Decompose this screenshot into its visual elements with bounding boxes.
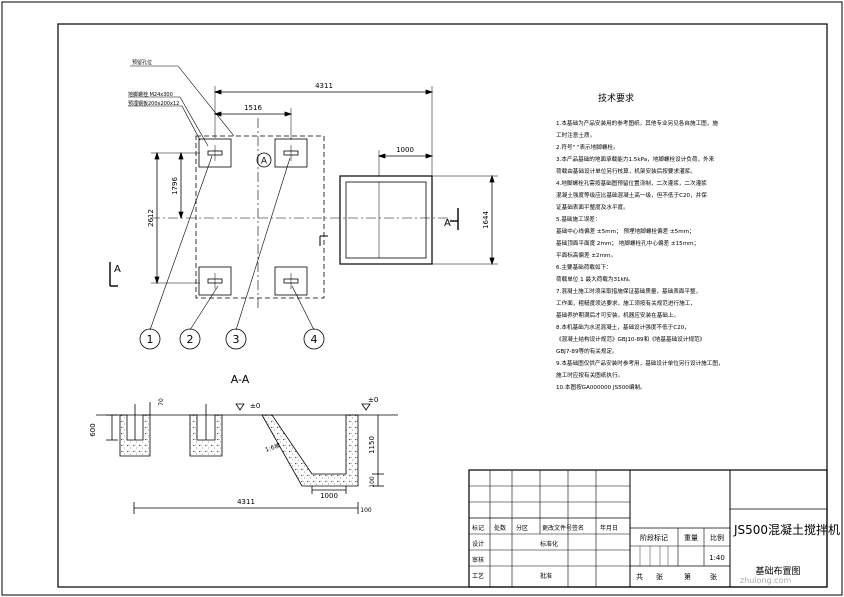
notes-line: 基础中心线偏差 ±5mm； 预埋地脚螺栓偏差 ±5mm；: [556, 227, 695, 235]
bolt-pad-3: [198, 266, 232, 296]
balloon-3: 3: [233, 333, 240, 346]
section-dim-end: 100: [360, 507, 372, 514]
plan-footprint: [195, 135, 325, 299]
title-block: [468, 469, 828, 588]
notes-line: GBJ7-89等的有关规定。: [556, 347, 618, 355]
section-mark-left: A: [114, 264, 121, 275]
watermark: zhulong.com: [740, 576, 791, 585]
notes-line: 10.本图按GA000000 JS500编制。: [556, 383, 646, 391]
tb-weight-label: 重量: [684, 534, 698, 542]
notes-line: 9.本基础图仅供产品安装时参考用，基础设计单位另行设计施工图，: [556, 359, 724, 367]
notes-line: 8.本机基础为水泥混凝土，基础设计强度不低于C20，: [556, 323, 690, 331]
tb-footer-total: 共: [636, 572, 643, 581]
notes-line: 5.基础施工误差：: [556, 215, 601, 223]
notes-line: 混凝土强度等级应比基础混凝土高一级，但不低于C20，并保: [556, 191, 707, 199]
notes-line: 4.地脚螺栓孔需按基础图预留位置浇制，二次灌浆，二次灌浆: [556, 179, 707, 187]
notes-line: 施工时应按有关图纸执行。: [556, 371, 623, 379]
tb-label-date: 年月日: [600, 524, 618, 532]
tb-role-review: 审核: [472, 556, 484, 564]
plan-dim-overall: 4311: [315, 82, 333, 90]
section-dim-overall: 4311: [237, 498, 255, 506]
tb-scale-label: 比例: [710, 533, 724, 542]
notes-line: 荷载单位 1 最大荷载为31kN。: [556, 275, 634, 283]
tb-stage-label: 阶段标记: [640, 533, 668, 542]
notes-line: 3.本产品基础的地面承载能力1.5kPa，地脚螺栓设计负荷，外来: [556, 155, 715, 163]
notes-line: 证基础表面平整度及水平度。: [556, 203, 629, 211]
plan-marker-circle: [256, 152, 272, 168]
tb-footer-sheet: 张: [710, 572, 717, 581]
tb-label-sign: 签名: [572, 524, 584, 532]
section-mark-right: A: [444, 218, 451, 229]
section-dim-left-top: 70: [158, 398, 165, 406]
plan-dim-bolt-vertical: 1796: [171, 177, 179, 195]
tb-role-standard: 标准化: [540, 540, 558, 548]
section-dim-right-bottom: 100: [369, 476, 376, 488]
notes-heading: 技术要求: [598, 92, 634, 104]
bolt-pad-4: [274, 266, 308, 296]
notes-line: 6.主要基础荷载如下：: [556, 263, 612, 271]
tb-label-mark: 标记: [472, 524, 484, 532]
section-slope-label: 1:6坡: [264, 441, 281, 454]
section-view: [96, 402, 398, 514]
section-dim-footing: 600: [89, 423, 97, 436]
tb-role-design: 设计: [472, 540, 484, 548]
plan-view: [109, 65, 498, 331]
drawing-title: JS500混凝土搅拌机: [733, 522, 840, 537]
plan-leader-label-plate: 预埋钢板200x200x12: [128, 100, 179, 107]
tb-role-approve: 批准: [540, 572, 552, 580]
balloon-4: 4: [311, 333, 318, 346]
plan-dim-pit: 1000: [396, 146, 414, 154]
plan-dim-vertical: 2612: [147, 209, 155, 227]
notes-line: 1.本基础为产品安装用的参考图纸，其他专业另见各自施工图，施: [556, 119, 718, 127]
notes-line: 工作面，粗糙度须达要求，施工须按有关规范进行施工，: [556, 299, 696, 307]
plan-marker-a: A: [261, 157, 268, 167]
notes-line: 工时注意土质。: [556, 131, 595, 139]
tb-footer-index: 第: [684, 572, 691, 581]
pit-outer: [339, 175, 433, 265]
notes-line: 平面标高偏差 ±2mm。: [556, 251, 616, 259]
tb-label-change: 更改文件号: [542, 524, 572, 532]
section-level-zero-right: ±0: [368, 396, 378, 404]
notes-line: 荷载由基础设计单位另行核算，机架安装后按要求灌浆。: [556, 167, 696, 175]
notes-line: 7.混凝土施工时须采取措施保证基础质量，基础表面平整，: [556, 287, 701, 295]
notes-line: 基础顶面平面度 2mm； 地脚螺栓孔中心偏差 ±15mm；: [556, 239, 699, 247]
plan-leader-label-top: 预留孔位: [132, 59, 152, 66]
plan-leader-label-bolt: 地脚螺栓 M24x300: [128, 91, 173, 98]
plan-dim-right: 1644: [482, 211, 490, 229]
drawing-subtitle: 基础布置图: [755, 565, 800, 577]
section-dim-pit: 1000: [320, 492, 338, 500]
inner-frame: [57, 23, 828, 588]
section-title: A-A: [231, 373, 250, 386]
tb-role-process: 工艺: [472, 572, 484, 580]
tb-label-count: 处数: [494, 524, 506, 532]
plan-dim-bolt-spacing: 1516: [244, 104, 262, 112]
balloon-1: 1: [147, 333, 154, 346]
pit-inner: [345, 181, 427, 259]
balloon-2: 2: [187, 333, 194, 346]
tb-scale-value: 1:40: [709, 554, 725, 562]
section-level-zero-left: ±0: [250, 402, 260, 410]
section-dim-depth: 1150: [368, 436, 376, 454]
notes-line: 《混凝土结构设计规范》GBJ10-89和《地基基础设计规范》: [556, 335, 705, 343]
balloons: [139, 328, 325, 350]
tb-footer-sheets: 张: [656, 572, 663, 581]
notes-list: 1.本基础为产品安装用的参考图纸，其他专业另见各自施工图，施 工时注意土质。 2.…: [556, 119, 724, 391]
tb-label-zone: 分区: [516, 524, 528, 532]
notes-line: 基础养护期满后才可安装，机器应安装在基础上。: [556, 311, 679, 319]
notes-line: 2.符号" "表示地脚螺栓。: [556, 143, 619, 151]
